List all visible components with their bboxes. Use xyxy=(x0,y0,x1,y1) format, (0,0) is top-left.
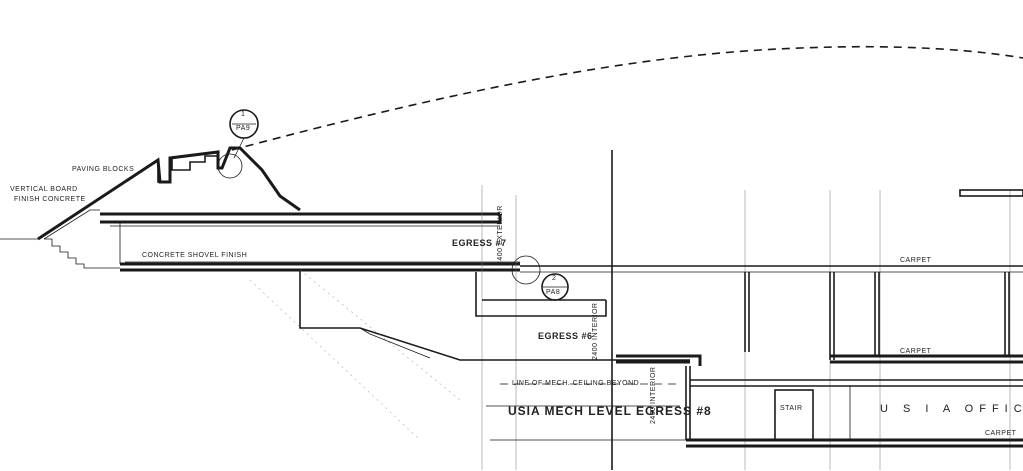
label-egress-7: EGRESS #7 xyxy=(452,238,507,248)
roof-beam xyxy=(959,189,1023,197)
label-vertical-board: VERTICAL BOARD xyxy=(10,186,78,193)
stair-door xyxy=(774,389,814,441)
callout-lower-number: 2 xyxy=(552,275,557,282)
label-2400-interior: 2400 INTERIOR xyxy=(592,302,599,360)
label-concrete-shovel-finish: CONCRETE SHOVEL FINISH xyxy=(142,252,248,259)
lower-stair-steps xyxy=(359,327,431,359)
label-2400-interior-b: 2400 INTERIOR xyxy=(650,366,657,424)
columns xyxy=(744,272,1010,360)
label-finish-concrete: FINISH CONCRETE xyxy=(14,196,86,203)
callout-upper xyxy=(217,109,259,179)
label-carpet-2: CARPET xyxy=(900,348,932,355)
office-level-ceiling xyxy=(685,366,1023,440)
mid-floor-slab xyxy=(616,354,702,366)
left-steps xyxy=(44,238,120,269)
label-egress-6: EGRESS #6 xyxy=(538,331,593,341)
diagonal-sightline xyxy=(299,269,461,401)
berm-outline xyxy=(37,146,301,241)
label-usia-offices: U S I A OFFICES xyxy=(880,403,1023,415)
callout-upper-sheet: PA9 xyxy=(236,125,251,132)
label-carpet-3: CARPET xyxy=(985,430,1017,437)
main-slab xyxy=(120,262,520,272)
lower-stair-void xyxy=(299,270,690,361)
egress-6-frame xyxy=(475,272,607,317)
callout-upper-number: 1 xyxy=(241,111,246,118)
label-paving-blocks: PAVING BLOCKS xyxy=(72,166,135,173)
label-stair: STAIR xyxy=(780,405,803,412)
upper-slab xyxy=(100,212,502,224)
roof-profile-dashed-line xyxy=(231,45,1023,151)
callout-lower xyxy=(511,255,569,301)
label-carpet-1: CARPET xyxy=(900,257,932,264)
callout-lower-sheet: PA8 xyxy=(546,289,561,296)
level-2-floor xyxy=(830,354,1023,364)
paving-steps xyxy=(157,155,218,183)
office-floor xyxy=(686,438,1023,448)
berm-inner-line xyxy=(43,209,100,240)
label-line-of-mech-ceiling: LINE OF MECH. CEILING BEYOND xyxy=(512,380,640,387)
diagonal-sightline-2 xyxy=(249,279,421,441)
label-usia-mech-level-egress: USIA MECH LEVEL EGRESS #8 xyxy=(508,404,712,418)
label-2400-exterior: 2400 EXTERIOR xyxy=(497,205,504,265)
